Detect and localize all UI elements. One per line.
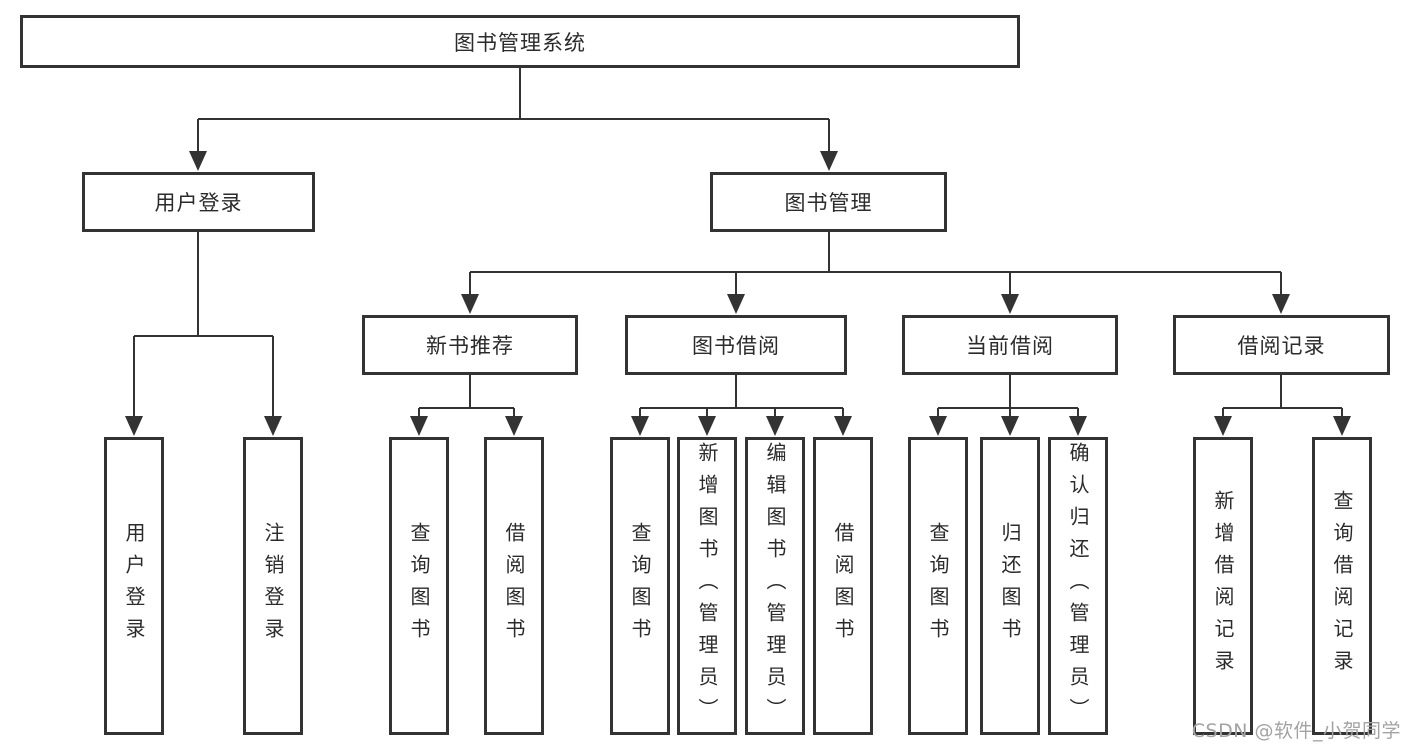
node-label: 查询图书 — [407, 522, 431, 650]
node-leaf-query-books-2: 查询图书 — [610, 437, 670, 735]
node-leaf-borrow-books-1: 借阅图书 — [484, 437, 544, 735]
node-label: 借阅图书 — [831, 522, 855, 650]
node-leaf-return-books: 归还图书 — [980, 437, 1040, 735]
arrowheads — [125, 151, 1351, 436]
node-label: 新增图书（管理员） — [695, 442, 719, 730]
node-label: 借阅图书 — [502, 522, 526, 650]
node-leaf-query-books-3: 查询图书 — [908, 437, 968, 735]
node-label: 图书借阅 — [692, 334, 780, 358]
node-library-management-system: 图书管理系统 — [20, 15, 1020, 68]
node-new-book-recommend: 新书推荐 — [362, 315, 578, 375]
node-label: 图书管理系统 — [454, 30, 586, 55]
node-leaf-query-books-1: 查询图书 — [389, 437, 449, 735]
node-leaf-edit-books-admin: 编辑图书（管理员） — [745, 437, 805, 735]
node-book-borrow: 图书借阅 — [625, 315, 847, 375]
node-leaf-borrow-books-2: 借阅图书 — [813, 437, 873, 735]
node-label: 编辑图书（管理员） — [763, 442, 787, 730]
node-leaf-add-books-admin: 新增图书（管理员） — [677, 437, 737, 735]
node-label: 查询图书 — [628, 522, 652, 650]
node-label: 查询图书 — [926, 522, 950, 650]
node-label: 注销登录 — [261, 522, 285, 650]
node-label: 归还图书 — [998, 522, 1022, 650]
node-label: 图书管理 — [784, 191, 873, 215]
node-leaf-confirm-return-admin: 确认归还（管理员） — [1048, 437, 1108, 735]
node-label: 借阅记录 — [1237, 334, 1326, 358]
node-label: 确认归还（管理员） — [1066, 442, 1090, 730]
node-current-borrow: 当前借阅 — [902, 315, 1118, 375]
node-leaf-user-login: 用户登录 — [104, 437, 164, 735]
node-label: 查询借阅记录 — [1330, 490, 1354, 682]
node-label: 新增借阅记录 — [1211, 490, 1235, 682]
node-book-management: 图书管理 — [710, 172, 947, 232]
node-user-login: 用户登录 — [82, 172, 315, 232]
node-borrow-records: 借阅记录 — [1173, 315, 1390, 375]
node-label: 用户登录 — [154, 191, 243, 215]
node-label: 当前借阅 — [966, 334, 1054, 358]
node-label: 新书推荐 — [426, 334, 514, 358]
node-label: 用户登录 — [122, 522, 146, 650]
node-leaf-add-borrow-record: 新增借阅记录 — [1193, 437, 1253, 735]
node-leaf-query-borrow-record: 查询借阅记录 — [1312, 437, 1372, 735]
node-leaf-logout: 注销登录 — [243, 437, 303, 735]
